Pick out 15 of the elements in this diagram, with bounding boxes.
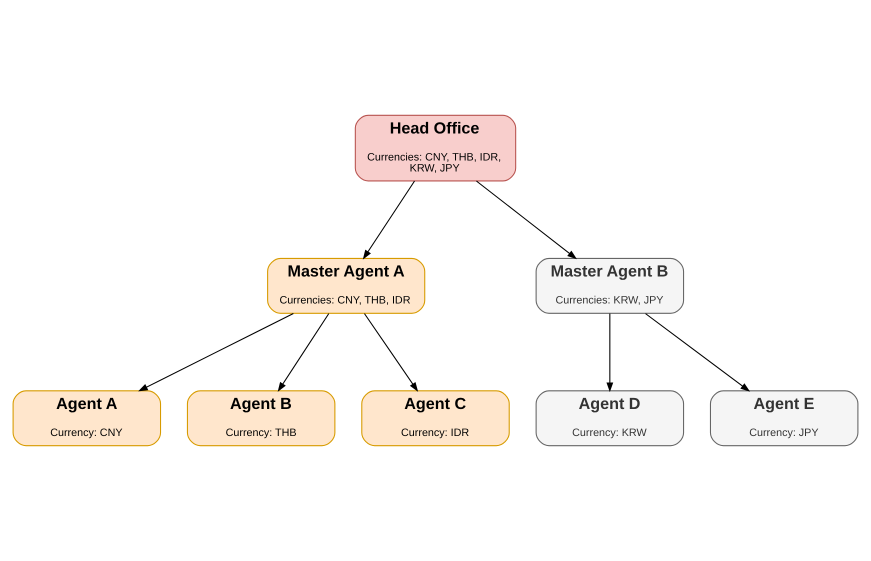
node-box: Agent A Currency: CNY [12,390,162,446]
arrow [362,180,415,260]
arrow [476,180,577,260]
arrow [606,314,614,392]
node-box: Agent E Currency: JPY [710,390,858,446]
node-box: Agent C Currency: IDR [361,390,510,446]
arrow [364,313,418,392]
node-box: Agent D Currency: KRW [536,390,684,446]
node-box: Agent B Currency: THB [186,390,336,446]
arrow [138,312,294,392]
arrow [645,313,750,392]
arrow [278,313,330,392]
node-box: Master Agent B Currencies: KRW, JPY [536,258,684,314]
node-box: Head Office Currencies: CNY, THB, IDR, KRW, JPY [354,114,516,182]
node-box: Master Agent A Currencies: CNY, THB, IDR [267,258,426,314]
